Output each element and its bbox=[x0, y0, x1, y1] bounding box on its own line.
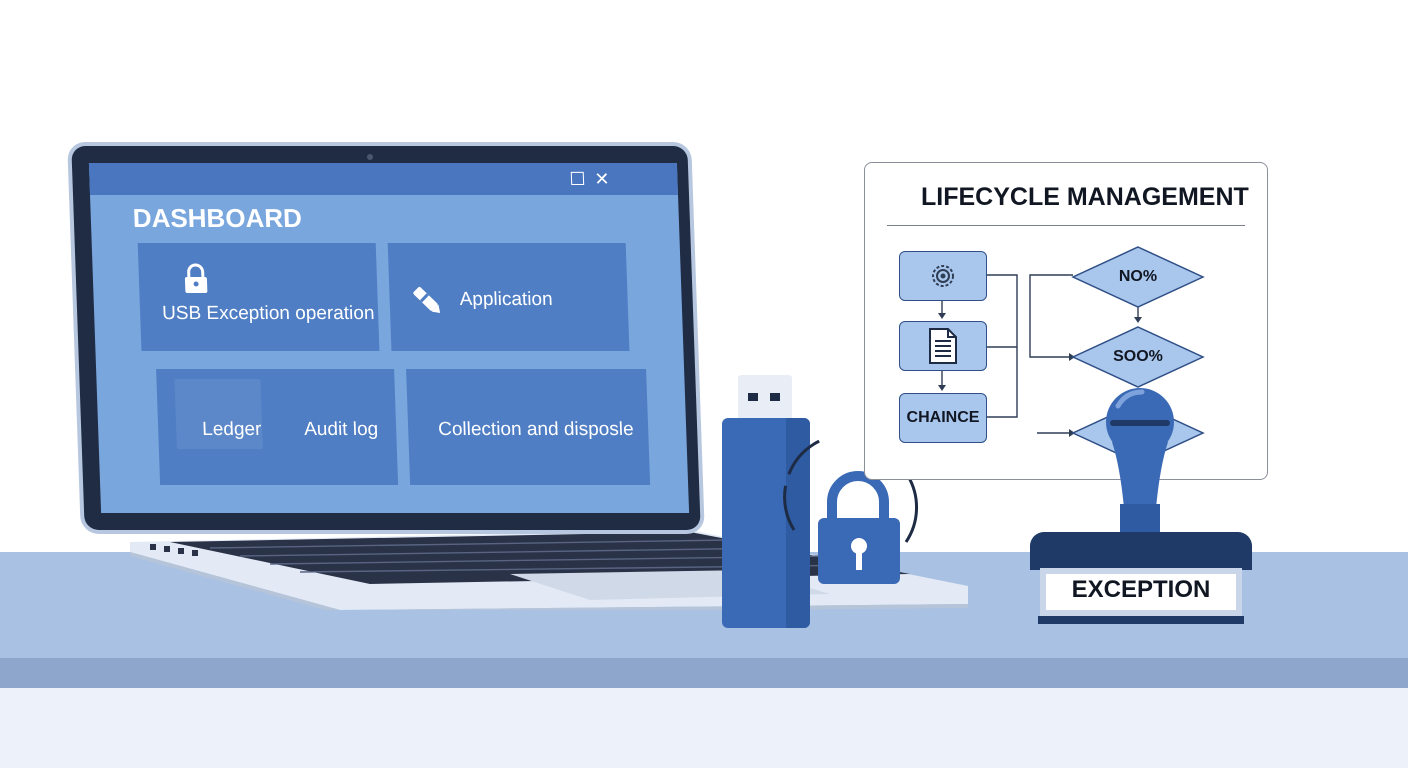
padlock-icon bbox=[783, 440, 919, 584]
diamond-no bbox=[1071, 246, 1205, 308]
window-titlebar: ☐ ✕ bbox=[88, 163, 679, 195]
tile-ledger-label[interactable]: Ledger bbox=[201, 419, 262, 440]
tile-usb-exception[interactable]: USB Exception operation bbox=[137, 243, 380, 351]
maximize-button[interactable]: ☐ bbox=[569, 169, 586, 189]
diamond-soo bbox=[1071, 326, 1205, 388]
document-icon bbox=[929, 328, 957, 364]
flow-box-chaince: CHAINCE bbox=[899, 393, 987, 443]
close-button[interactable]: ✕ bbox=[594, 169, 610, 189]
stamp-base bbox=[1030, 532, 1252, 570]
usb-connector bbox=[738, 375, 792, 421]
gear-icon bbox=[932, 265, 954, 287]
tile-ledger-audit[interactable]: Ledger Audit log bbox=[156, 369, 399, 485]
floor bbox=[0, 688, 1408, 768]
diamond-soo-label: SOO% bbox=[1113, 348, 1163, 365]
lifecycle-card: LIFECYCLE MANAGEMENT bbox=[864, 162, 1268, 480]
tile-usb-exception-label: USB Exception operation bbox=[161, 303, 375, 324]
title-divider bbox=[887, 225, 1245, 226]
flow-box-document bbox=[899, 321, 987, 371]
desk-edge bbox=[0, 658, 1408, 688]
dashboard-title: DASHBOARD bbox=[132, 203, 303, 233]
tile-audit-log-label[interactable]: Audit log bbox=[303, 419, 379, 440]
tile-collection-label: Collection and disposle bbox=[437, 419, 634, 440]
dashboard-window: ☐ ✕ DASHBOARD USB Exception operation A bbox=[88, 163, 690, 513]
tile-application[interactable]: Application bbox=[387, 243, 630, 351]
webcam bbox=[367, 154, 373, 160]
stamp-plate bbox=[1040, 568, 1242, 616]
tile-collection-disposal[interactable]: Collection and disposle bbox=[406, 369, 651, 485]
pen-icon bbox=[413, 286, 441, 314]
usb-drive bbox=[722, 418, 810, 628]
flow-box-gear bbox=[899, 251, 987, 301]
tile-application-label: Application bbox=[459, 289, 553, 310]
stamp-bottom-edge bbox=[1038, 616, 1244, 624]
lock-icon bbox=[184, 263, 208, 293]
stamp-label: EXCEPTION bbox=[1071, 576, 1211, 603]
stamp-handle bbox=[1106, 388, 1174, 534]
lifecycle-title: LIFECYCLE MANAGEMENT bbox=[921, 183, 1249, 211]
diamond-no-label: NO% bbox=[1118, 268, 1158, 285]
